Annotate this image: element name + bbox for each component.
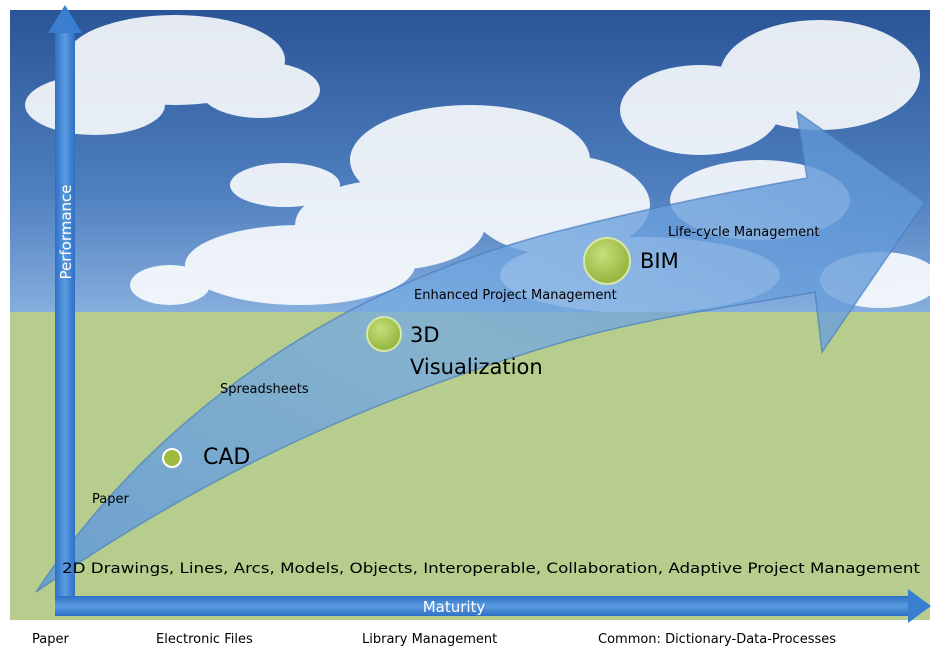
- cad-label: CAD: [203, 445, 250, 470]
- stage-cad: CAD: [162, 445, 250, 470]
- stage-3d-visualization: 3D Visualization: [366, 316, 543, 379]
- visualization-label: Visualization: [410, 355, 543, 379]
- 3d-node-icon: [366, 316, 402, 352]
- curve-label-paper: Paper: [92, 492, 129, 507]
- footer-item: Common: Dictionary-Data-Processes: [598, 632, 836, 647]
- x-axis-label: Maturity: [423, 598, 486, 616]
- curve-label-enhanced-project-management: Enhanced Project Management: [414, 288, 617, 303]
- y-axis: Performance: [48, 5, 82, 605]
- curve-label-spreadsheets: Spreadsheets: [220, 382, 309, 397]
- footer-item: Electronic Files: [156, 632, 253, 647]
- x-axis-arrowhead-icon: [908, 589, 931, 623]
- bim-node-icon: [583, 237, 631, 285]
- growth-arrow: [35, 110, 927, 593]
- x-axis: Maturity: [55, 589, 931, 623]
- 3d-label: 3D: [410, 323, 440, 347]
- footer-categories: Paper Electronic Files Library Managemen…: [32, 632, 836, 647]
- footer-item: Library Management: [362, 632, 497, 647]
- curve-label-lifecycle-management: Life-cycle Management: [668, 225, 820, 240]
- y-axis-label: Performance: [57, 184, 75, 279]
- cad-node-icon: [162, 448, 182, 468]
- bim-label: BIM: [640, 249, 679, 273]
- footer-item: Paper: [32, 632, 69, 647]
- footer-strip: [10, 620, 930, 650]
- y-axis-arrowhead-icon: [48, 5, 82, 33]
- maturity-progression-text: 2D Drawings, Lines, Arcs, Models, Object…: [62, 561, 921, 577]
- stage-bim: BIM: [583, 237, 679, 285]
